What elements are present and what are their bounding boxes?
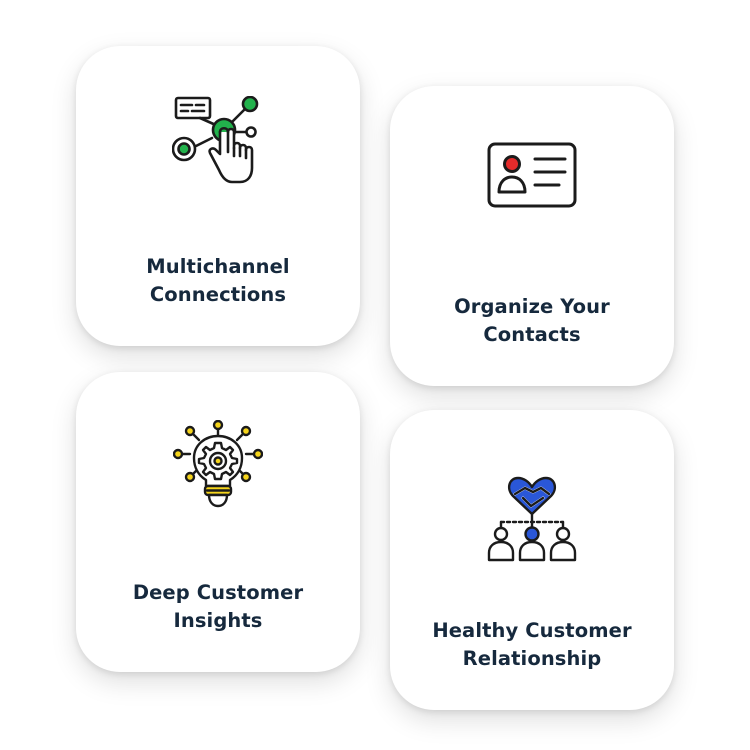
card-title-line-1: Organize Your xyxy=(454,295,610,318)
card-title-line-2: Contacts xyxy=(483,323,581,346)
contact-card-icon xyxy=(390,142,674,208)
feature-card-healthy-customer-relationship: Healthy Customer Relationship xyxy=(390,410,674,710)
card-title: Healthy Customer Relationship xyxy=(410,617,654,673)
card-title-line-2: Insights xyxy=(173,609,263,632)
card-title-line-2: Relationship xyxy=(462,647,602,670)
card-title: Organize Your Contacts xyxy=(410,293,654,349)
feature-card-multichannel-connections: Multichannel Connections xyxy=(76,46,360,346)
feature-card-organize-your-contacts: Organize Your Contacts xyxy=(390,86,674,386)
card-title: Multichannel Connections xyxy=(96,253,340,309)
card-title-line-1: Deep Customer xyxy=(132,581,304,604)
lightbulb-gear-icon xyxy=(76,420,360,510)
feature-card-deep-customer-insights: Deep Customer Insights xyxy=(76,372,360,672)
card-title-line-1: Multichannel xyxy=(146,255,290,278)
card-title: Deep Customer Insights xyxy=(96,579,340,635)
multichannel-touch-icon xyxy=(76,96,360,188)
card-title-line-2: Connections xyxy=(149,283,287,306)
handshake-heart-network-icon xyxy=(390,474,674,566)
card-title-line-1: Healthy Customer xyxy=(432,619,632,642)
